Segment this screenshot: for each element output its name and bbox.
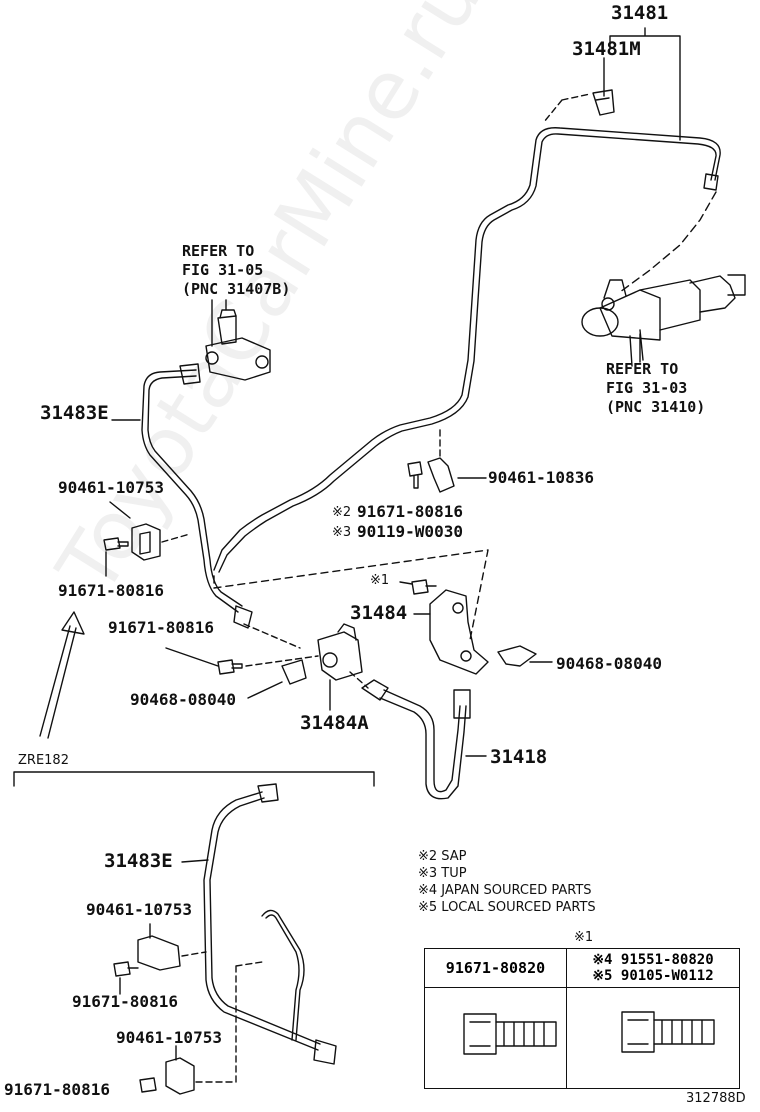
leader-31483e-lower bbox=[181, 859, 209, 863]
label-31418: 31418 bbox=[490, 746, 548, 768]
label-31481: 31481 bbox=[611, 2, 669, 24]
label-31484: 31484 bbox=[350, 602, 408, 624]
label-bolt-left: 91671-80816 bbox=[58, 581, 164, 600]
clip-31481m bbox=[592, 89, 615, 116]
bracket-31484-icon bbox=[411, 579, 489, 675]
bracket-left-icon bbox=[103, 523, 161, 561]
label-note2-part: 91671-80816 bbox=[357, 502, 463, 521]
bracket-mid-icon bbox=[407, 457, 455, 493]
label-31484a: 31484A bbox=[300, 712, 369, 734]
refer-right-line2: FIG 31-03 bbox=[606, 379, 688, 397]
label-bolt-lower-2: 91671-80816 bbox=[4, 1080, 110, 1099]
clip-left-icon bbox=[281, 659, 307, 685]
bracket-31484a-icon bbox=[317, 623, 363, 681]
union-fitting-icon bbox=[205, 299, 271, 381]
table-col1-drawing bbox=[424, 987, 567, 1089]
refer-right-line3: (PNC 31410) bbox=[606, 398, 706, 416]
table-title: ※1 bbox=[574, 930, 594, 945]
clip-right-icon bbox=[497, 645, 537, 667]
label-bolt-center: 91671-80816 bbox=[108, 618, 214, 637]
variant-frame bbox=[13, 771, 375, 787]
refer-top-line2: FIG 31-05 bbox=[182, 261, 264, 279]
tube-31483e bbox=[141, 363, 253, 629]
hose-31418 bbox=[361, 679, 471, 800]
clutch-tube-31481 bbox=[213, 127, 721, 573]
direction-arrow-icon bbox=[39, 611, 85, 739]
bolt-center-icon bbox=[217, 659, 243, 675]
refer-top-line3: (PNC 31407B) bbox=[182, 280, 291, 298]
mark-3: ※3 bbox=[332, 525, 352, 540]
tube-31483e-lower bbox=[203, 783, 337, 1065]
label-bracket-lower-2: 90461-10753 bbox=[116, 1028, 222, 1047]
label-31483e-lower: 31483E bbox=[104, 850, 173, 872]
label-31481m: 31481M bbox=[572, 38, 641, 60]
tube-end-fitting bbox=[703, 173, 719, 191]
note-sap: ※2 SAP bbox=[418, 849, 467, 864]
note-japan: ※4 JAPAN SOURCED PARTS bbox=[418, 883, 592, 898]
label-note3-part: 90119-W0030 bbox=[357, 522, 463, 541]
diagram-id: 312788D bbox=[686, 1091, 746, 1106]
mark-2: ※2 bbox=[332, 505, 352, 520]
master-cylinder-icon bbox=[581, 274, 746, 367]
label-31483e: 31483E bbox=[40, 402, 109, 424]
label-bracket-mid: 90461-10836 bbox=[488, 468, 594, 487]
bolt-variant-table: 91671-80820 ※4 91551-80820 ※5 90105-W011… bbox=[424, 948, 741, 1089]
note-tup: ※3 TUP bbox=[418, 866, 467, 881]
table-col2-header: ※4 91551-80820 ※5 90105-W0112 bbox=[565, 948, 741, 988]
mark-1: ※1 bbox=[370, 573, 390, 588]
note-local: ※5 LOCAL SOURCED PARTS bbox=[418, 900, 596, 915]
leader-bracket-left bbox=[109, 501, 131, 519]
label-clip-left: 90468-08040 bbox=[130, 690, 236, 709]
label-bracket-lower-1: 90461-10753 bbox=[86, 900, 192, 919]
label-variant-zre182: ZRE182 bbox=[18, 753, 69, 768]
label-bolt-lower-1: 91671-80816 bbox=[72, 992, 178, 1011]
table-col2-drawing bbox=[565, 987, 741, 1089]
refer-top-line1: REFER TO bbox=[182, 242, 255, 260]
bracket-lower-1-icon bbox=[113, 935, 181, 977]
label-bracket-left: 90461-10753 bbox=[58, 478, 164, 497]
table-col1-header: 91671-80820 bbox=[424, 948, 567, 988]
bracket-lower-2-icon bbox=[139, 1057, 195, 1095]
label-clip-right: 90468-08040 bbox=[556, 654, 662, 673]
leader-31481 bbox=[603, 27, 681, 141]
refer-right-line1: REFER TO bbox=[606, 360, 679, 378]
